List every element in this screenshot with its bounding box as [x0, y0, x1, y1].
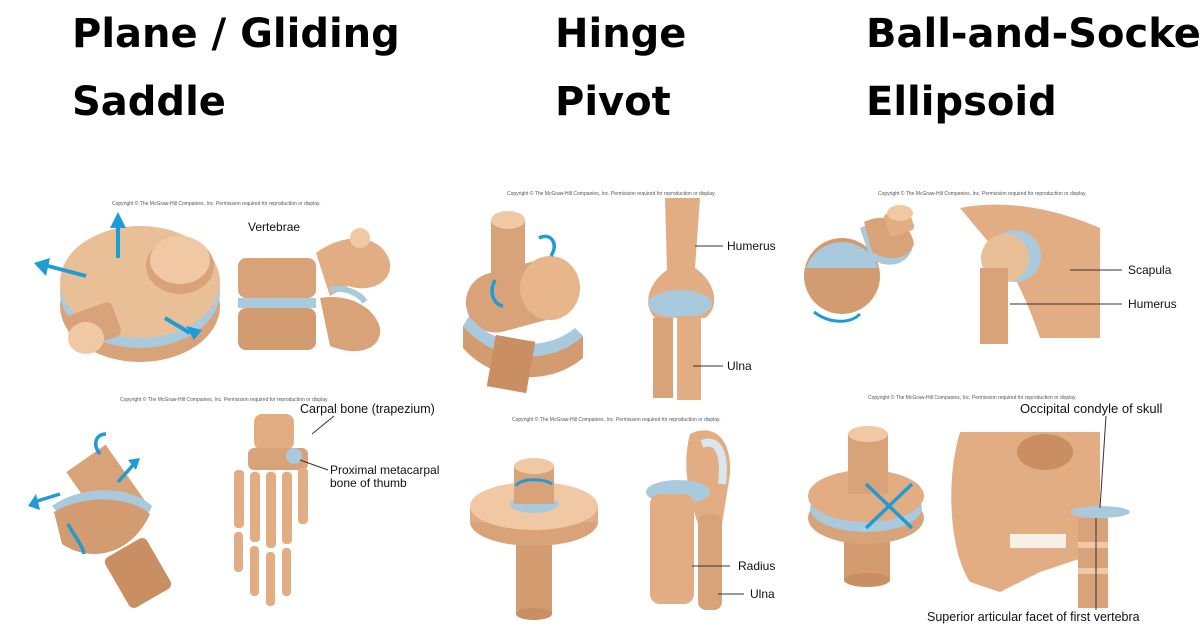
occipital-condyle-label: Occipital condyle of skull	[1020, 401, 1163, 416]
plane-joint-panel: Copyright © The McGraw-Hill Companies, I…	[30, 198, 410, 373]
humerus-label: Humerus	[727, 239, 776, 253]
plane-joint-model	[60, 226, 220, 362]
pivot-leader-lines	[692, 565, 744, 595]
ball-leader-lines	[1010, 269, 1122, 305]
pivot-joint-arrows	[514, 478, 553, 487]
ulna-label: Ulna	[727, 359, 752, 373]
elbow-illustration	[648, 198, 715, 400]
ellipsoid-joint-model	[808, 426, 924, 587]
title-hinge: Hinge	[555, 11, 687, 57]
ball-and-socket-panel: Copyright © The McGraw-Hill Companies, I…	[800, 188, 1190, 348]
hinge-joint-panel: Copyright © The McGraw-Hill Companies, I…	[455, 188, 795, 403]
pivot-joint-illustration	[470, 430, 744, 620]
articular-facet-label: Superior articular facet of first verteb…	[927, 610, 1140, 624]
title-ellipsoid: Ellipsoid	[866, 79, 1057, 125]
ellipsoid-joint-panel: Copyright © The McGraw-Hill Companies, I…	[800, 392, 1190, 626]
vertebrae-label: Vertebrae	[248, 220, 301, 234]
copyright-notice: Copyright © The McGraw-Hill Companies, I…	[878, 191, 1087, 197]
ball-and-socket-arrows	[813, 310, 862, 323]
copyright-notice: Copyright © The McGraw-Hill Companies, I…	[120, 397, 329, 403]
hinge-leader-lines	[693, 245, 723, 367]
radius-label: Radius	[738, 559, 776, 573]
pivot-joint-panel: Copyright © The McGraw-Hill Companies, I…	[460, 414, 800, 624]
title-ball-and-socket: Ball-and-Socket	[866, 11, 1200, 57]
copyright-notice: Copyright © The McGraw-Hill Companies, I…	[512, 417, 721, 423]
ellipsoid-joint-illustration	[808, 415, 1130, 610]
ball-and-socket-illustration	[804, 204, 1122, 344]
saddle-joint-arrows	[28, 432, 140, 555]
plane-joint-arrows	[34, 212, 202, 340]
copyright-notice: Copyright © The McGraw-Hill Companies, I…	[868, 395, 1077, 401]
hand-skeleton-illustration	[234, 414, 308, 606]
saddle-leader-lines	[299, 415, 335, 471]
title-saddle: Saddle	[72, 79, 226, 125]
pivot-joint-model	[470, 458, 598, 620]
humerus-label: Humerus	[1128, 297, 1177, 311]
copyright-notice: Copyright © The McGraw-Hill Companies, I…	[507, 191, 716, 197]
ball-and-socket-model	[804, 205, 915, 314]
scapula-label: Scapula	[1128, 263, 1172, 277]
hinge-joint-illustration	[463, 198, 723, 400]
saddle-joint-illustration	[28, 414, 335, 608]
forearm-illustration	[646, 430, 731, 610]
ulna-label: Ulna	[750, 587, 775, 601]
carpal-bone-label: Carpal bone (trapezium)	[300, 402, 435, 416]
title-pivot: Pivot	[555, 79, 671, 125]
vertebrae-illustration	[238, 228, 391, 352]
ellipsoid-joint-arrows	[864, 482, 914, 530]
saddle-joint-panel: Copyright © The McGraw-Hill Companies, I…	[22, 394, 452, 619]
hinge-joint-model	[463, 211, 583, 394]
ellipsoid-leader-lines	[1095, 415, 1107, 610]
copyright-notice: Copyright © The McGraw-Hill Companies, I…	[112, 201, 321, 207]
plane-joint-illustration	[34, 212, 391, 362]
metacarpal-bone-label: Proximal metacarpal bone of thumb	[330, 463, 440, 490]
title-plane-gliding: Plane / Gliding	[72, 11, 400, 57]
shoulder-illustration	[960, 204, 1100, 344]
skull-illustration	[951, 432, 1130, 608]
hinge-joint-arrows	[490, 234, 556, 308]
